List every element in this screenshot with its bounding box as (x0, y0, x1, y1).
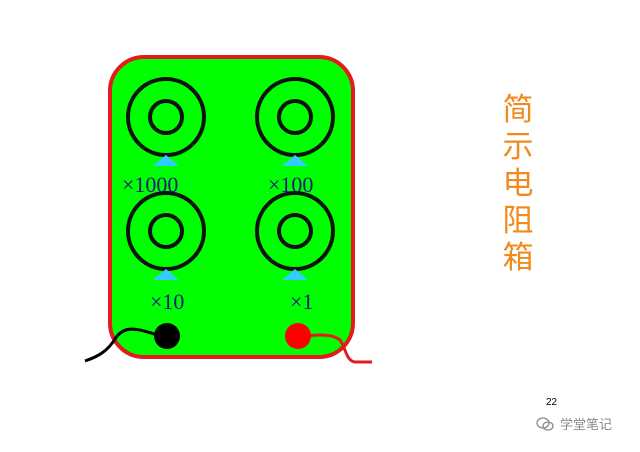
title-char: 电 (502, 166, 534, 202)
dial-pointer (282, 155, 308, 166)
resistance-box-body (108, 55, 355, 359)
dial-inner-ring (148, 213, 184, 249)
dial-label-x10: ×10 (150, 289, 184, 314)
black-lead-wire (84, 327, 159, 363)
dial-inner-ring (277, 99, 313, 135)
dial-x1 (255, 191, 335, 280)
watermark-text: 学堂笔记 (560, 418, 613, 433)
dial-x10 (126, 191, 206, 280)
dial-pointer (153, 269, 179, 280)
dial-x1000 (126, 77, 206, 166)
title-char: 箱 (502, 240, 534, 276)
vertical-title: 简 示 电 阻 箱 (496, 92, 540, 277)
dial-inner-ring (148, 99, 184, 135)
dial-inner-ring (277, 213, 313, 249)
page-number: 22 (546, 397, 558, 408)
title-char: 阻 (502, 203, 534, 239)
watermark: 学堂笔记 (536, 414, 612, 433)
dial-pointer (282, 269, 308, 280)
red-lead-wire (306, 333, 372, 364)
black-terminal (154, 323, 180, 349)
chat-bubble-icon (536, 416, 554, 431)
red-terminal (285, 323, 311, 349)
dial-label-x1000: ×1000 (122, 172, 178, 197)
title-char: 示 (502, 129, 534, 165)
dial-pointer (153, 155, 179, 166)
dial-x100 (255, 77, 335, 166)
dial-label-x1: ×1 (290, 289, 313, 314)
title-char: 简 (502, 92, 534, 128)
dial-label-x100: ×100 (268, 172, 313, 197)
